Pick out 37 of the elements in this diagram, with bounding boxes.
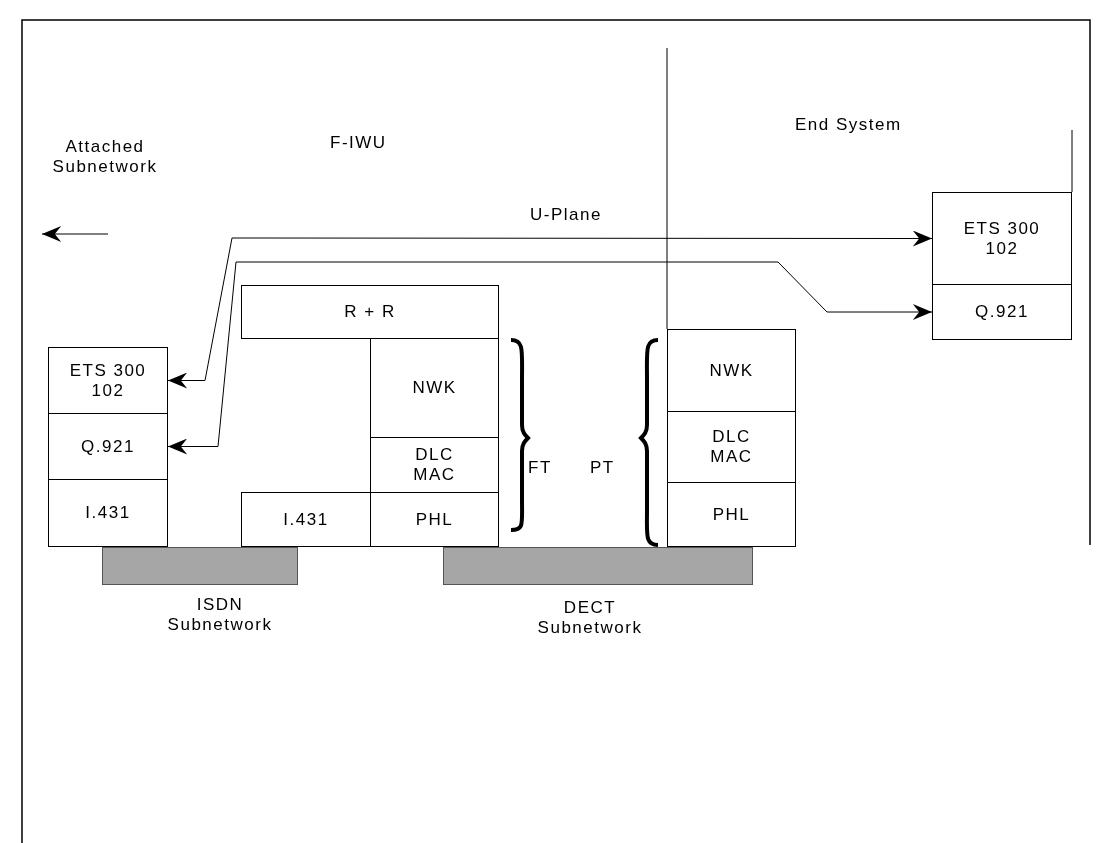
plane-label: U-Plane [530,205,602,225]
system-label: F-IWU [330,133,387,153]
protocol-layer-box [667,329,796,412]
system-label: End System [795,115,902,135]
layer-label: I.431 [283,509,329,530]
layer-label: DLC MAC [412,445,457,485]
protocol-layer-box [370,492,499,547]
layer-label: Q.921 [975,302,1029,322]
entity-label: PT [590,458,615,478]
subnetwork-label: Attached Subnetwork [51,137,159,177]
layer-label: NWK [412,378,457,398]
protocol-layer-box [667,411,796,483]
layer-label: DLC MAC [709,427,754,467]
layer-label: Q.921 [81,436,135,457]
protocol-layer-box [932,284,1072,340]
subnetwork-bar [443,547,753,585]
protocol-layer-box [48,413,168,480]
protocol-layer-box [48,347,168,414]
protocol-layer-box [667,482,796,547]
protocol-layer-box [932,192,1072,285]
layer-label: ETS 300 102 [68,360,148,401]
layer-label: NWK [709,360,754,381]
protocol-layer-box [241,285,499,339]
layer-label: I.431 [85,503,131,523]
layer-label: R + R [344,302,396,322]
subnetwork-bar [102,547,298,585]
protocol-layer-box [370,437,499,493]
connector-arrow [167,261,933,455]
entity-label: FT [528,458,552,478]
protocol-layer-box [48,479,168,547]
subnetwork-caption: ISDN Subnetwork [166,595,274,635]
protocol-layer-box [370,338,499,438]
layer-label: ETS 300 102 [962,218,1042,259]
subnetwork-caption: DECT Subnetwork [536,598,644,638]
layer-label: PHL [415,509,454,530]
connector-arrow [167,230,933,389]
layer-label: PHL [712,504,751,525]
